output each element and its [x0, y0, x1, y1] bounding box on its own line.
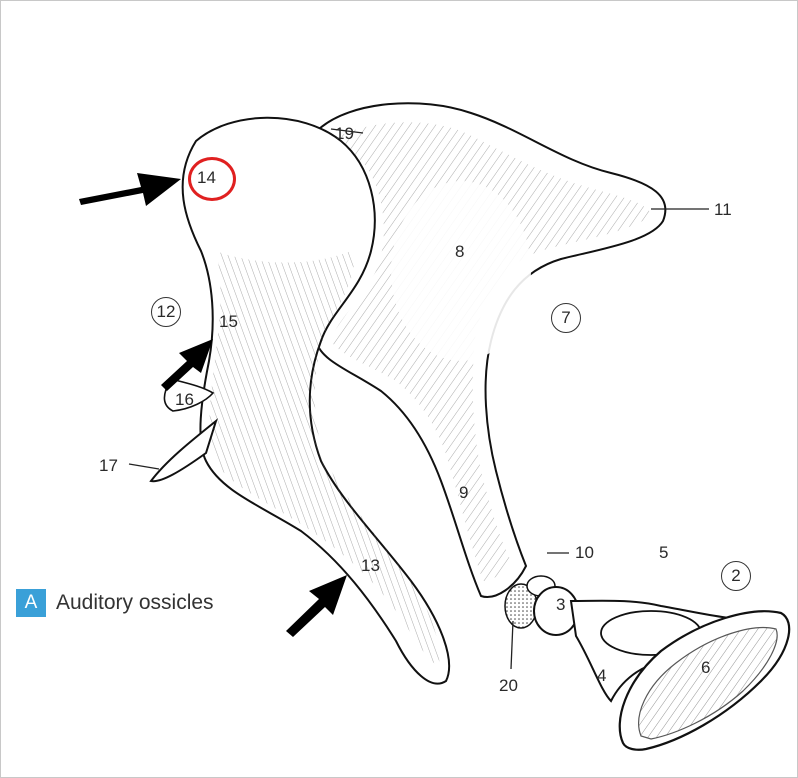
label-20: 20	[499, 676, 518, 695]
caption-text: Auditory ossicles	[56, 591, 214, 614]
label-8: 8	[455, 242, 465, 261]
label-10: 10	[575, 543, 594, 562]
label-9: 9	[459, 483, 469, 502]
leader-lines	[128, 128, 709, 670]
leader-20	[510, 620, 514, 670]
pointer-arrows	[79, 173, 347, 637]
stapes	[533, 586, 791, 751]
label-16: 16	[175, 390, 194, 409]
circled-label-2: 2	[721, 561, 751, 591]
circled-label-12: 12	[151, 297, 181, 327]
label-4: 4	[597, 666, 607, 685]
incus	[314, 102, 667, 598]
label-15: 15	[219, 312, 238, 331]
malleus	[149, 116, 451, 685]
leader-19	[330, 128, 364, 134]
label-17: 17	[99, 456, 118, 475]
arrow-to-13	[286, 575, 347, 637]
label-13: 13	[361, 556, 380, 575]
highlight-circle-14	[188, 157, 236, 201]
label-6: 6	[701, 658, 711, 677]
figure-caption: A Auditory ossicles	[16, 589, 214, 617]
label-5: 5	[659, 543, 669, 562]
leader-17	[128, 463, 160, 470]
label-11: 11	[714, 200, 732, 219]
caption-badge: A	[16, 589, 46, 617]
circled-label-7: 7	[551, 303, 581, 333]
arrow-to-neck	[161, 339, 213, 391]
label-3: 3	[556, 595, 566, 614]
label-19: 19	[335, 124, 354, 143]
arrow-to-14	[79, 173, 181, 206]
